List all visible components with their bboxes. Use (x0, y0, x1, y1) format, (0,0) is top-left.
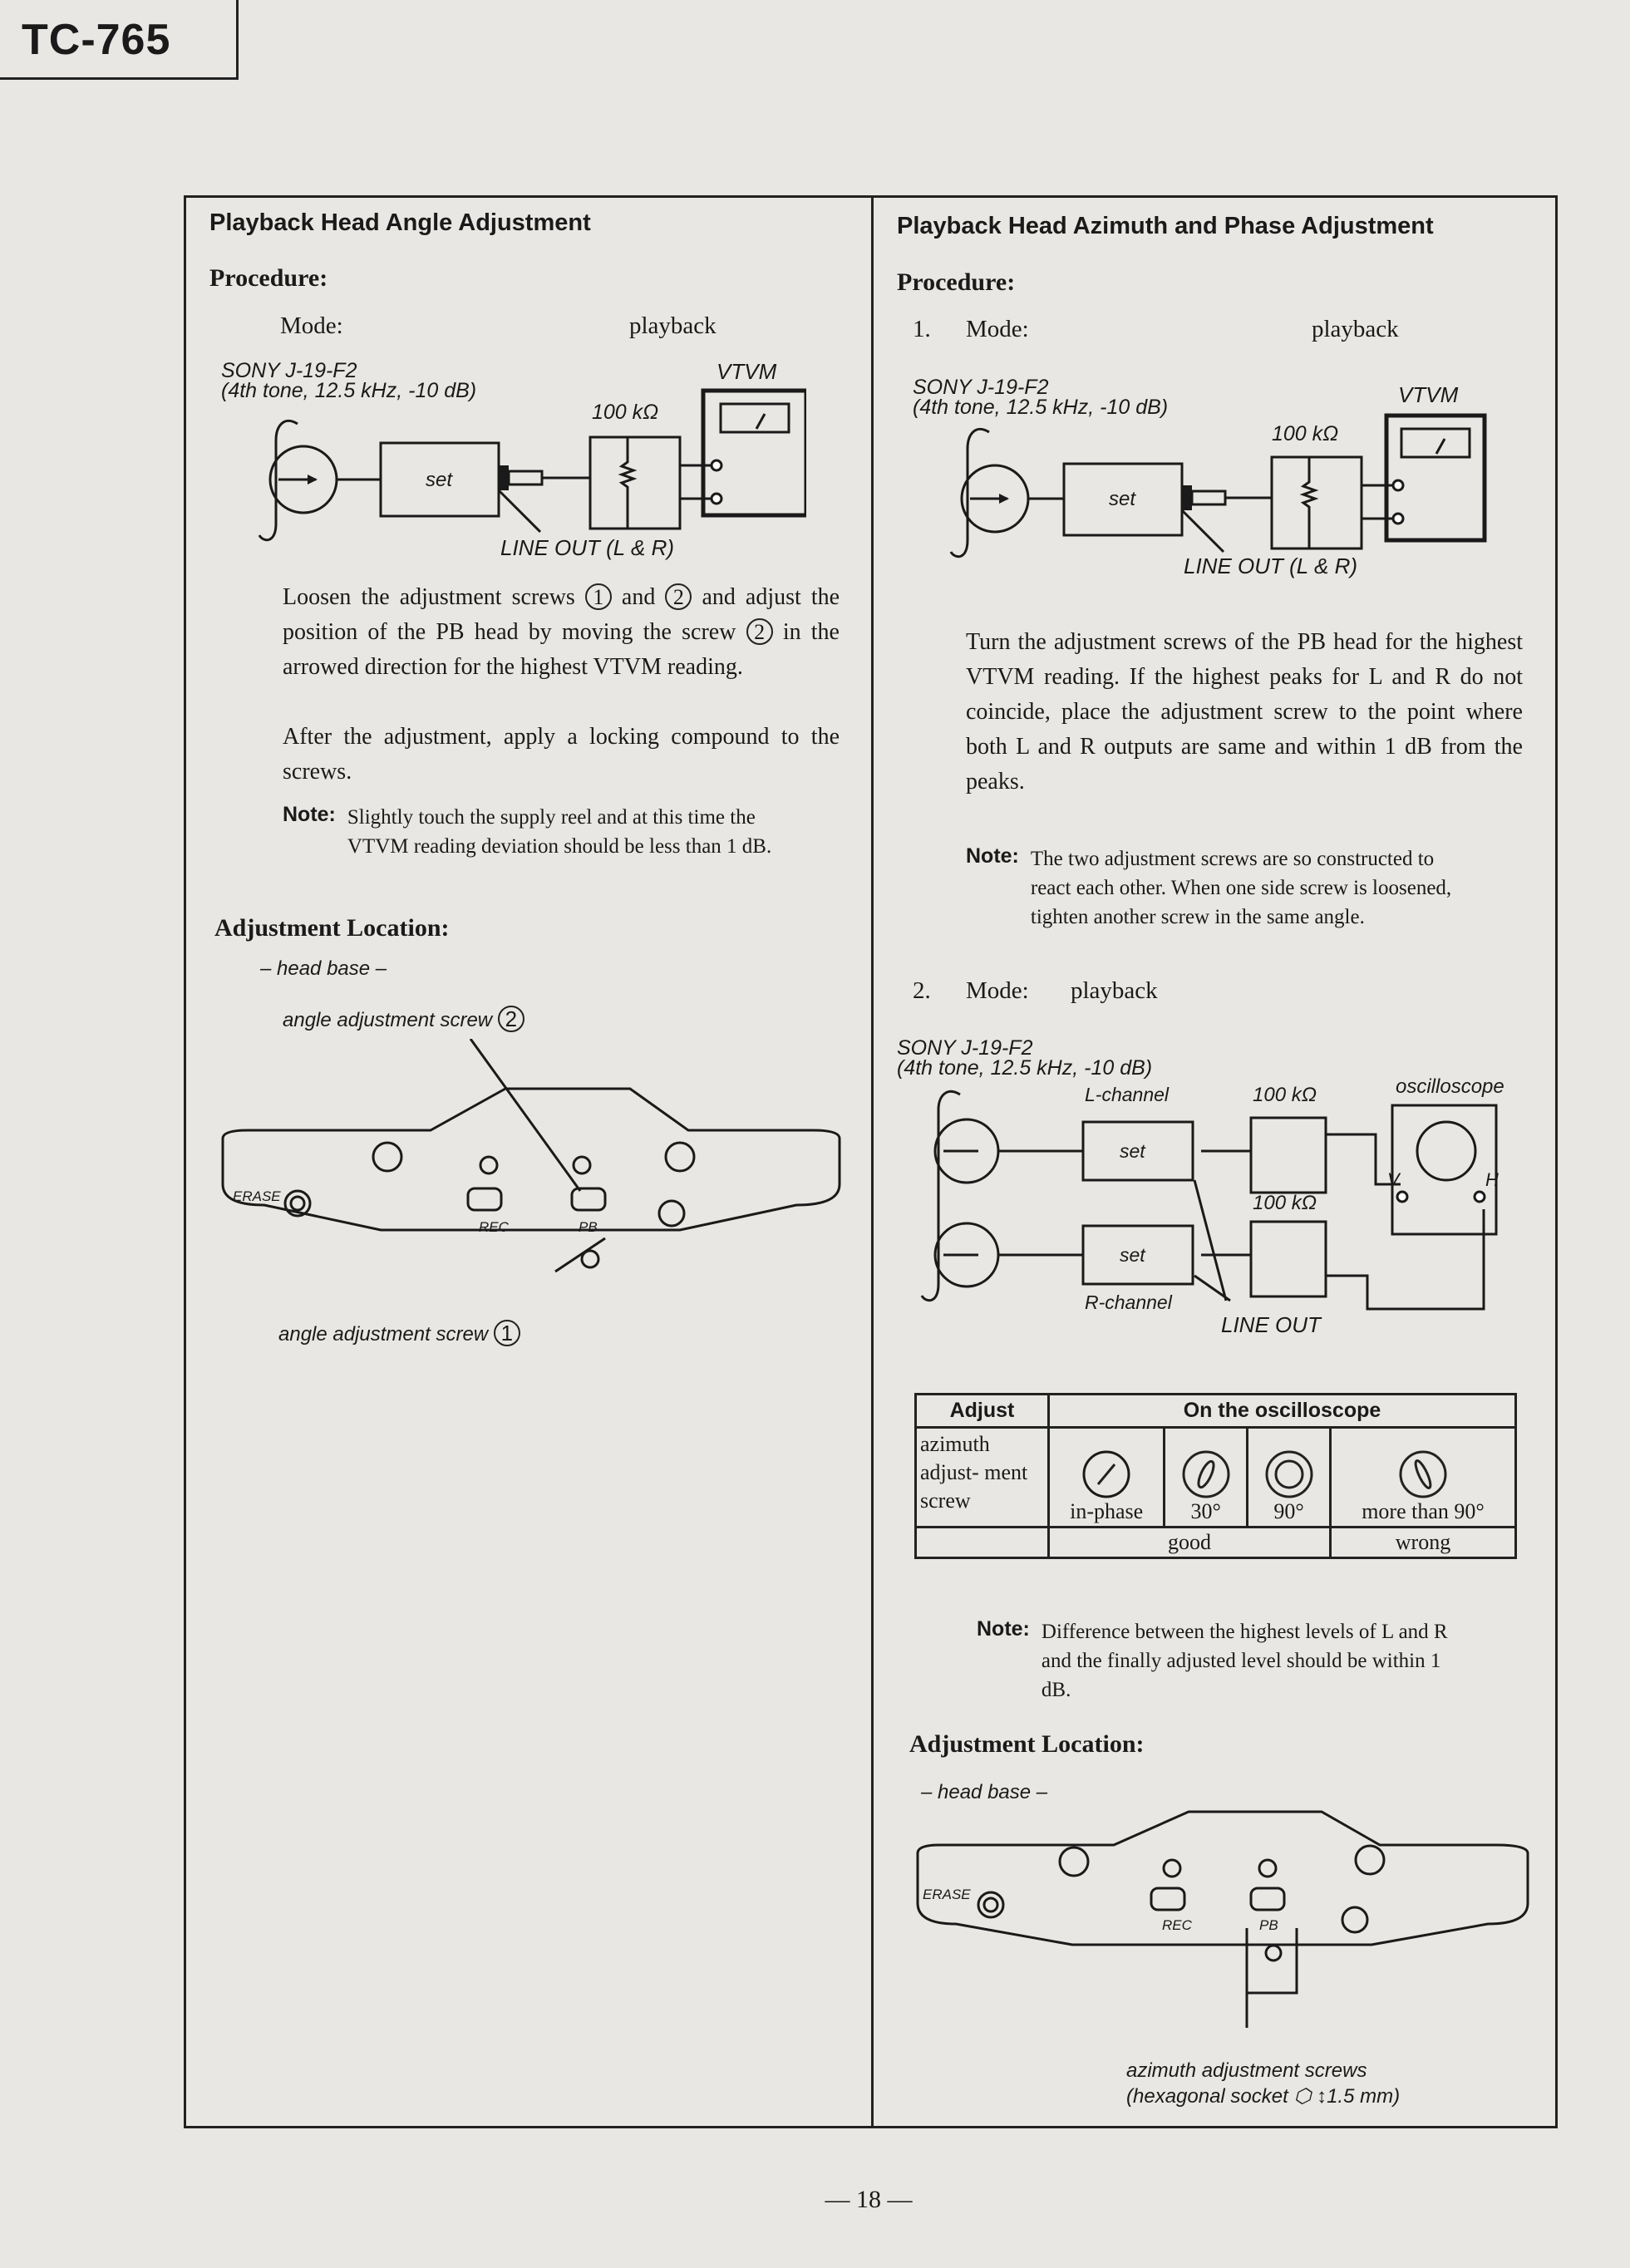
azimuth-screw-pointer (1245, 1928, 1298, 2028)
svg-text:LINE OUT (L & R): LINE OUT (L & R) (1184, 553, 1357, 578)
step-2-mode-value: playback (1071, 977, 1158, 1004)
svg-text:(4th tone, 12.5 kHz, -10 dB): (4th tone, 12.5 kHz, -10 dB) (913, 396, 1168, 419)
svg-text:set: set (1109, 488, 1136, 510)
svg-text:VTVM: VTVM (1398, 382, 1459, 407)
head-base-outline (221, 1087, 841, 1232)
phase-in-phase: in-phase (1046, 1426, 1166, 1528)
screw-1-marker: 1 (584, 583, 612, 610)
source-label: SONY J-19-F2 (221, 359, 357, 382)
rec-head-icon (466, 1187, 503, 1212)
svg-text:100 kΩ: 100 kΩ (1253, 1192, 1317, 1214)
pb-head-label: PB (579, 1219, 598, 1235)
vtvm-connection-diagram-2: SONY J-19-F2 (4th tone, 12.5 kHz, -10 dB… (913, 376, 1487, 578)
svg-text:LINE OUT: LINE OUT (1221, 1312, 1322, 1337)
instruction-paragraph-1: Loosen the adjustment screws 1 and 2 and… (283, 583, 840, 680)
verdict-good: good (1047, 1526, 1332, 1559)
resistor-label: 100 kΩ (592, 401, 658, 424)
svg-text:PB: PB (1259, 1917, 1278, 1933)
screw-2-marker: 2 (665, 583, 692, 610)
adjustment-location-heading-right: Adjustment Location: (909, 1730, 1145, 1758)
page-number: — 18 — (825, 2186, 913, 2213)
head-base-label-right: – head base – (921, 1781, 1048, 1803)
procedure-heading: Procedure: (209, 264, 328, 292)
header-oscilloscope: On the oscilloscope (1047, 1393, 1517, 1429)
svg-text:set: set (1120, 1140, 1146, 1162)
mode-value: playback (629, 312, 717, 339)
phase-30: 30° (1163, 1426, 1249, 1528)
vtvm-icon (701, 388, 806, 518)
model-label: TC-765 (0, 0, 239, 80)
vtvm-label: VTVM (717, 359, 777, 384)
instruction-paragraph-2: After the adjustment, apply a locking co… (283, 724, 840, 785)
note-2: Note:Difference between the highest leve… (977, 1617, 1448, 1701)
column-divider (871, 195, 874, 2128)
step-1-mode-label: Mode: (966, 316, 1029, 342)
source-detail: (4th tone, 12.5 kHz, -10 dB) (221, 379, 476, 402)
step-1-number: 1. (913, 316, 931, 342)
screw-1-callout: angle adjustment screw 1 (278, 1320, 520, 1346)
phase-90: 90° (1246, 1426, 1332, 1528)
l-channel-label: L-channel (1085, 1084, 1170, 1105)
oscilloscope-connection-diagram: SONY J-19-F2 (4th tone, 12.5 kHz, -10 dB… (897, 1036, 1504, 1337)
section-title-right: Playback Head Azimuth and Phase Adjustme… (897, 213, 1434, 239)
hexagonal-socket-label: (hexagonal socket ⬡ ↕1.5 mm) (1126, 2085, 1401, 2108)
note-left: Note:Slightly touch the supply reel and … (283, 803, 772, 858)
svg-text:REC: REC (1162, 1917, 1193, 1933)
header-adjust: Adjust (914, 1393, 1050, 1429)
step-2-number: 2. (913, 977, 931, 1004)
step-2-mode-label: Mode: (966, 977, 1029, 1004)
tape-reel-icon (258, 419, 298, 542)
svg-text:(4th tone, 12.5 kHz, -10 dB): (4th tone, 12.5 kHz, -10 dB) (897, 1056, 1152, 1080)
rec-head-label: REC (479, 1219, 510, 1235)
mode-label: Mode: (280, 312, 343, 339)
adjustment-location-heading: Adjustment Location: (214, 914, 450, 942)
oscilloscope-icon (1391, 1104, 1498, 1236)
azimuth-screws-label: azimuth adjustment screws (1126, 2059, 1367, 2082)
head-base-label: – head base – (260, 957, 387, 980)
note-1: Note:The two adjustment screws are so co… (966, 844, 1452, 928)
screw-2-marker: 2 (746, 618, 773, 645)
procedure-heading: Procedure: (897, 268, 1016, 296)
oscilloscope-label: oscilloscope (1396, 1075, 1504, 1098)
svg-text:set: set (1120, 1244, 1146, 1266)
section-title-left: Playback Head Angle Adjustment (209, 209, 591, 236)
pb-head-icon (570, 1187, 607, 1212)
head-base-diagram-left: ERASE REC PB (221, 1039, 841, 1273)
step-1-mode-value: playback (1312, 316, 1399, 342)
r-channel-label: R-channel (1085, 1291, 1173, 1313)
resistor-icon (618, 437, 638, 529)
svg-text:SONY J-19-F2: SONY J-19-F2 (897, 1036, 1033, 1060)
erase-head-label: ERASE (233, 1188, 281, 1204)
content-frame (184, 195, 1558, 2128)
svg-text:SONY J-19-F2: SONY J-19-F2 (913, 376, 1049, 399)
svg-text:V: V (1387, 1169, 1401, 1190)
vtvm-connection-diagram: SONY J-19-F2 (4th tone, 12.5 kHz, -10 dB… (221, 359, 806, 560)
svg-text:100 kΩ: 100 kΩ (1272, 422, 1338, 445)
screw-2-callout: angle adjustment screw 2 (283, 1006, 524, 1032)
row-label: azimuth adjust- ment screw (914, 1426, 1050, 1528)
instruction-paragraph: Turn the adjustment screws of the PB hea… (966, 629, 1523, 795)
phase-more-than-90: more than 90° (1328, 1426, 1518, 1528)
svg-text:100 kΩ: 100 kΩ (1253, 1084, 1317, 1106)
svg-text:ERASE: ERASE (923, 1887, 971, 1902)
set-label: set (426, 469, 453, 491)
lineout-label: LINE OUT (L & R) (500, 535, 674, 560)
verdict-wrong: wrong (1328, 1526, 1518, 1559)
head-base-diagram-right: ERASE REC PB (916, 1810, 1529, 2028)
